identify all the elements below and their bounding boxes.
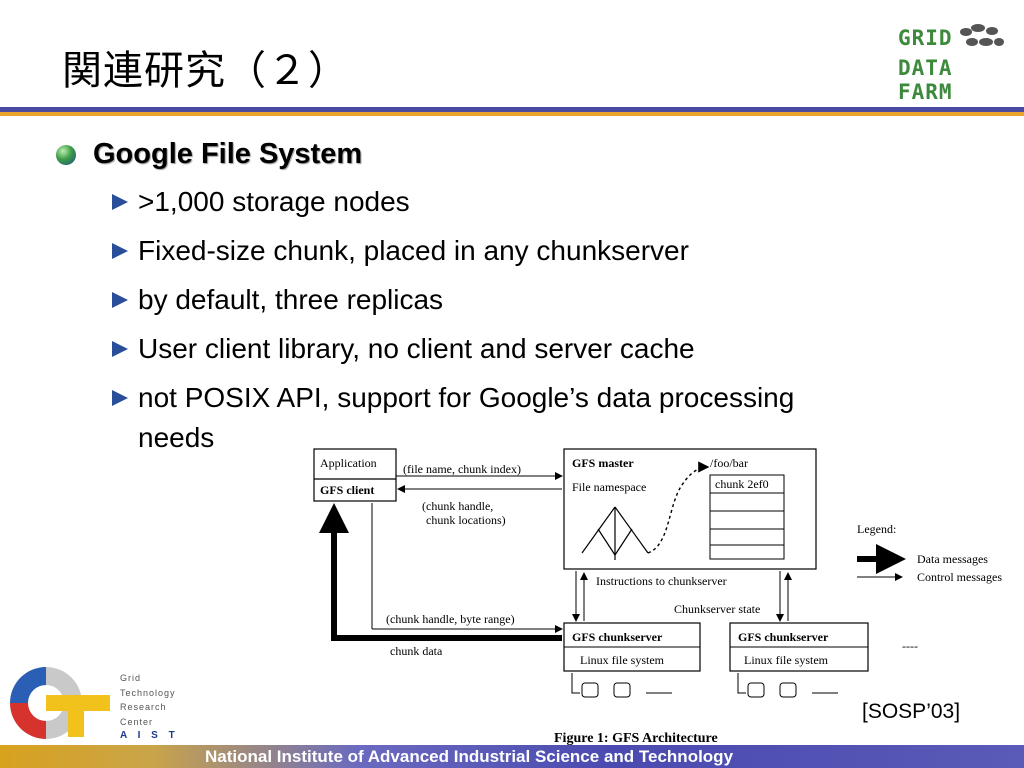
linux-fs-1-label: Linux file system (580, 653, 665, 667)
citation: [SOSP’03] (862, 700, 961, 723)
gfs-client-label: GFS client (320, 483, 374, 497)
chunk-handle-message: (chunk handle, (422, 499, 493, 513)
arrow-bullet-icon (112, 194, 128, 210)
chunk-id-label: chunk 2ef0 (715, 477, 769, 491)
sub-bullet: >1,000 storage nodes (112, 182, 972, 222)
legend-data-label: Data messages (917, 552, 988, 566)
figure-caption: Figure 1: GFS Architecture (554, 731, 718, 745)
aist-line-research: Research (120, 702, 167, 712)
logo-dots-icon (960, 24, 1004, 46)
logo-datafarm-text: DATA FARM (898, 56, 953, 104)
master-title: GFS master (572, 456, 634, 470)
grid-datafarm-logo: GRID DATA FARM (898, 24, 1010, 104)
chunkserver-state-label: Chunkserver state (674, 602, 760, 616)
namespace-tree-icon (581, 506, 649, 560)
logo-grid-text: GRID (898, 26, 953, 50)
slide-title: 関連研究（２） (62, 48, 349, 94)
sub-bullet-text: >1,000 storage nodes (138, 186, 410, 217)
main-bullet-label: Google File System (93, 138, 363, 170)
file-name-message: (file name, chunk index) (403, 462, 521, 476)
title-divider (0, 107, 1024, 112)
sub-bullet-text: Fixed-size chunk, placed in any chunkser… (138, 235, 689, 266)
chunk-table (709, 474, 785, 560)
sub-bullet: Fixed-size chunk, placed in any chunkser… (112, 231, 972, 271)
instructions-label: Instructions to chunkserver (596, 574, 727, 588)
gtrc-emblem-icon (10, 667, 110, 739)
aist-logo: Grid Technology Research Center A I S T (6, 665, 196, 745)
sub-bullet-text: not POSIX API, support for Google’s data… (138, 382, 795, 413)
byte-range-message: (chunk handle, byte range) (386, 612, 515, 626)
master-box (563, 448, 817, 570)
gfs-architecture-diagram: Application GFS client (file name, chunk… (313, 448, 1002, 745)
main-bullet: Google File System (56, 138, 362, 171)
aist-line-technology: Technology (120, 687, 176, 698)
sub-bullet: User client library, no client and serve… (112, 329, 972, 369)
sub-bullet: by default, three replicas (112, 280, 972, 320)
sub-bullet-continuation: needs (138, 422, 215, 453)
path-label: /foo/bar (710, 456, 748, 470)
disk-icons (571, 673, 838, 698)
aist-line-grid: Grid (120, 673, 142, 683)
application-label: Application (320, 456, 377, 470)
chunk-locations-message: chunk locations) (426, 513, 506, 527)
linux-fs-2-label: Linux file system (744, 653, 829, 667)
footer-text: National Institute of Advanced Industria… (205, 747, 734, 766)
aist-words: Grid Technology Research Center A I S T (120, 671, 179, 744)
aist-abbr: A I S T (120, 730, 179, 741)
legend-title: Legend: (857, 522, 896, 536)
chunk-data-label: chunk data (390, 644, 443, 658)
arrow-bullet-icon (112, 390, 128, 406)
arrow-bullet-icon (112, 243, 128, 259)
arrow-bullet-icon (112, 292, 128, 308)
namespace-link (647, 461, 710, 554)
title-accent-divider (0, 112, 1024, 116)
chunkserver-1-label: GFS chunkserver (572, 630, 663, 644)
sub-bullet-text: User client library, no client and serve… (138, 333, 695, 364)
arrow-bullet-icon (112, 341, 128, 357)
data-flow-arrow (319, 503, 562, 641)
sub-bullet-text: by default, three replicas (138, 284, 444, 315)
file-namespace-label: File namespace (572, 480, 646, 494)
client-box (313, 448, 397, 502)
legend-control-label: Control messages (917, 570, 1002, 584)
globe-bullet-icon (56, 144, 76, 165)
sub-bullet: not POSIX API, support for Google’s data… (112, 378, 972, 458)
chunkserver-2-label: GFS chunkserver (738, 630, 829, 644)
footer-bar: National Institute of Advanced Industria… (0, 745, 1024, 768)
aist-line-center: Center (120, 716, 154, 727)
more-chunkservers: ---- (902, 639, 918, 653)
